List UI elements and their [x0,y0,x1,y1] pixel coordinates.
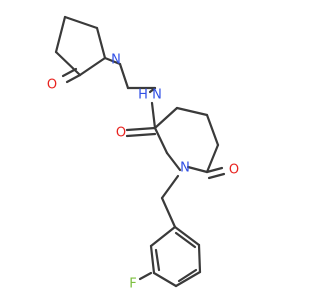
atom-n-amide: N [152,88,162,103]
atom-n-piperidinone: N [180,161,190,176]
atom-o-piperidinone: O [229,163,239,178]
atom-labels: O N N H O O N F [47,53,239,292]
atom-f-fluoro: F [129,277,136,292]
atom-o-pyrrolidinone: O [47,78,57,93]
bond-skeleton [54,15,226,288]
atom-h-amide: H [138,88,148,103]
molecule-structure: O N N H O O N F [47,15,239,292]
atom-n-pyrrolidinone: N [111,53,121,68]
atom-o-amide: O [116,126,126,141]
